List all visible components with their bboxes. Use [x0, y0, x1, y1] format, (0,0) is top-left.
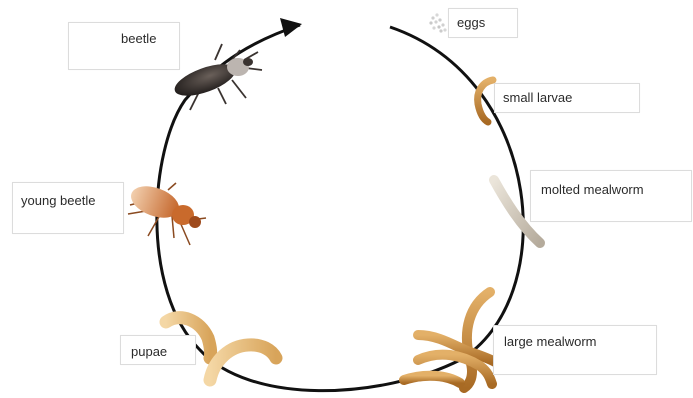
label-young-beetle-text: young beetle — [21, 193, 95, 209]
label-pupae-text: pupae — [131, 344, 167, 360]
label-molted-mealworm-text: molted mealworm — [541, 182, 644, 198]
label-pupae: pupae — [120, 335, 196, 365]
label-large-mealworm-text: large mealworm — [504, 334, 596, 350]
label-eggs: eggs — [448, 8, 518, 38]
cycle-arrowhead-icon — [280, 18, 302, 37]
label-molted-mealworm: molted mealworm — [530, 170, 692, 222]
label-eggs-text: eggs — [457, 15, 485, 31]
label-small-larvae-text: small larvae — [503, 90, 572, 106]
label-small-larvae: small larvae — [494, 83, 640, 113]
young-beetle-icon — [127, 180, 206, 245]
eggs-icon — [429, 13, 446, 32]
label-large-mealworm: large mealworm — [493, 325, 657, 375]
label-beetle-text: beetle — [121, 31, 156, 47]
label-young-beetle: young beetle — [12, 182, 124, 234]
label-beetle: beetle — [68, 22, 180, 70]
